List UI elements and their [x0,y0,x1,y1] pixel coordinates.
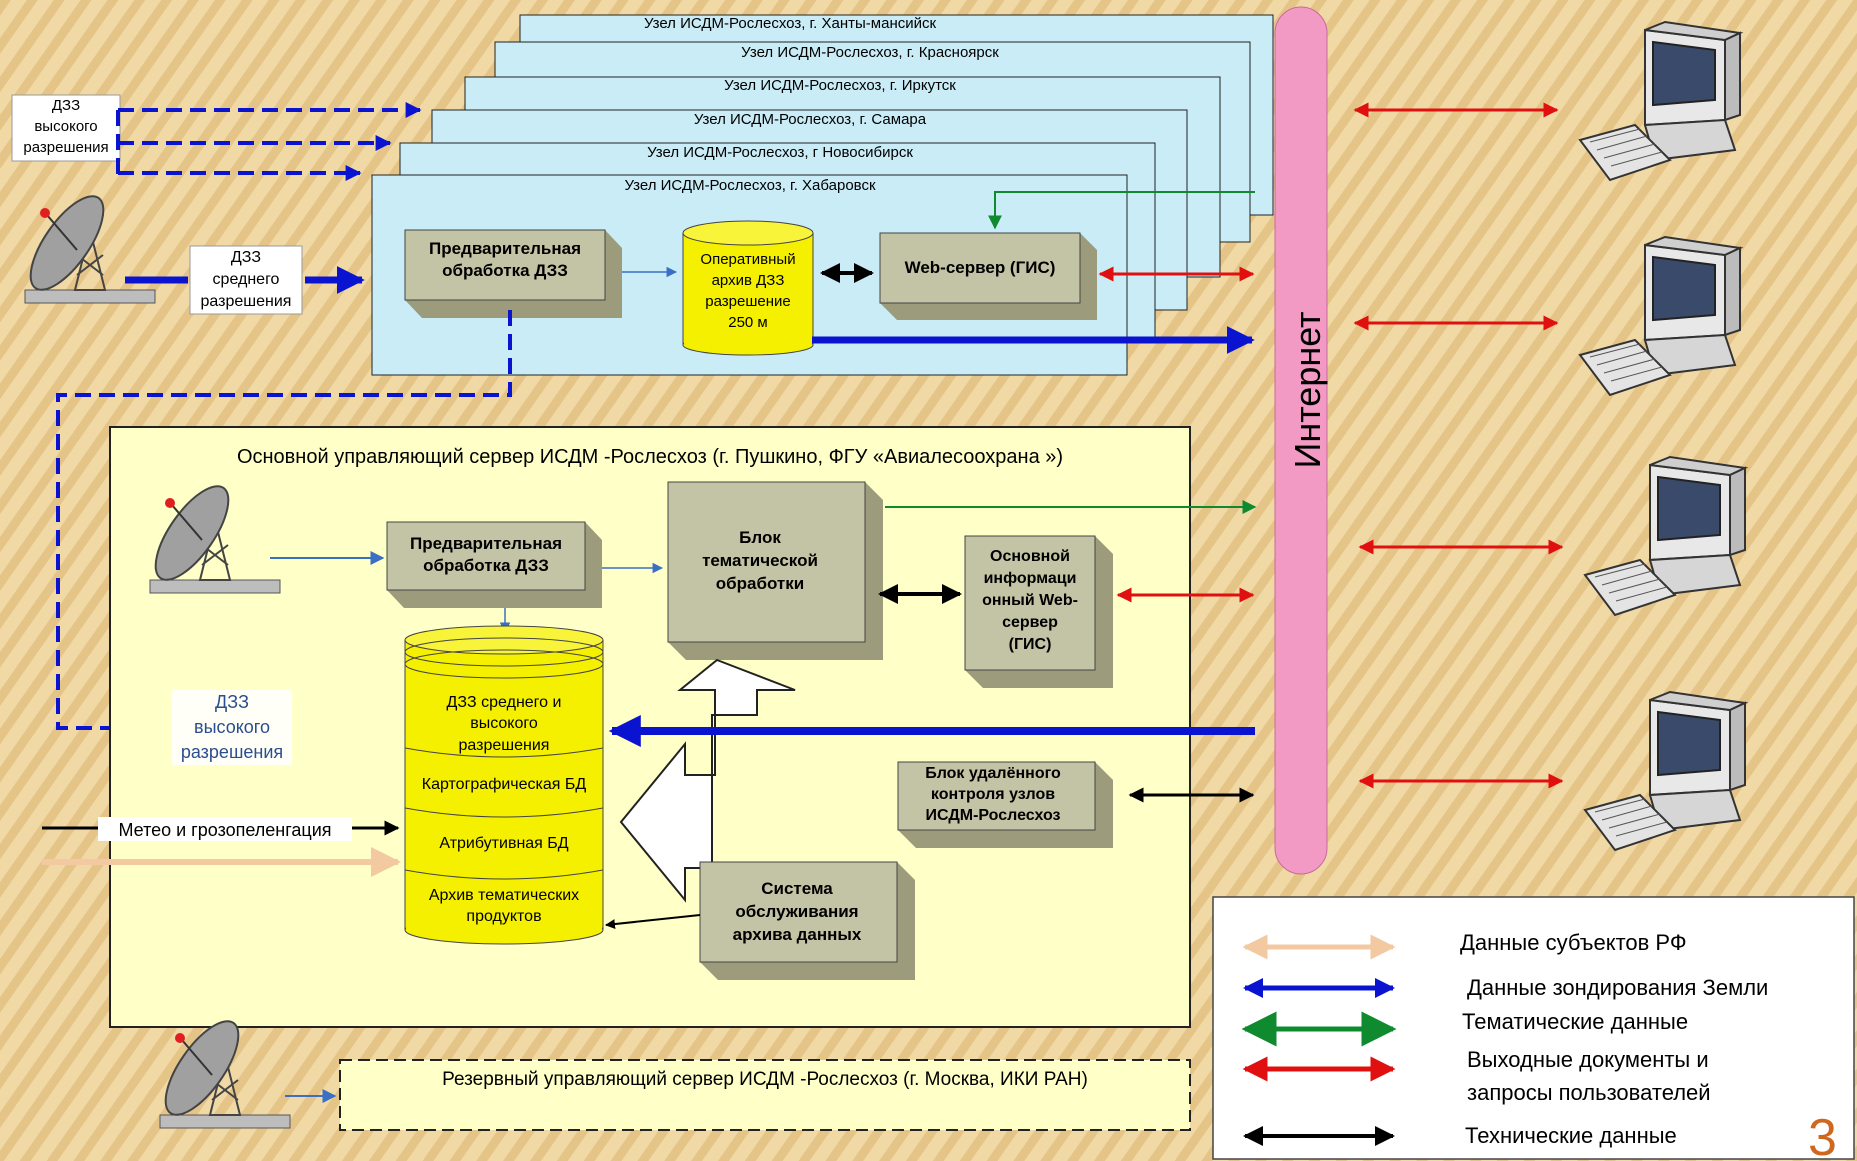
node-label: Узел ИСДМ-Рослесхоз, г. Иркутск [724,77,956,94]
label: тематической [702,551,818,570]
label: Оперативный [700,251,795,268]
internet-bus: Интернет [1274,6,1328,875]
label: Картографическая БД [422,776,587,793]
high-res-input-label: ДЗЗ высокого разрешения [11,94,121,162]
thematic-processing-box: Блок тематической обработки [667,481,883,660]
label: Предварительная [410,534,562,553]
legend: Данные субъектов РФ Данные зондирования … [1212,896,1855,1160]
label: контроля узлов [931,786,1055,803]
high-res-dashed-path [56,310,512,736]
thematic-exchange-arrow [619,658,796,903]
label: сервер [1002,614,1058,631]
label: информаци [984,570,1077,587]
main-server-panel: Основной управляющий сервер ИСДМ -Рослес… [42,426,1257,1028]
mid-res-input-label: ДЗЗ среднего разрешения [189,245,303,315]
main-web-server-box: Основной информаци онный Web- сервер (ГИ… [964,535,1113,688]
regional-preprocessing-box: Предварительная обработка ДЗЗ [404,229,622,318]
legend-label: Данные субъектов РФ [1460,930,1687,955]
label: Блок [739,528,781,547]
main-preprocessing-box: Предварительная обработка ДЗЗ [386,521,602,608]
remote-control-box: Блок удалённого контроля узлов ИСДМ-Росл… [897,761,1113,848]
label: (ГИС) [1009,636,1052,653]
legend-label: Тематические данные [1462,1009,1688,1034]
label: ДЗЗ [231,249,261,266]
label: архив ДЗЗ [712,272,785,289]
label: ДЗЗ среднего и [447,694,562,711]
label: ДЗЗ [215,692,249,712]
internet-label: Интернет [1287,311,1328,468]
page-number: 3 [1808,1109,1837,1161]
high-res-dashed-arrows [116,102,422,181]
label: онный Web- [982,592,1078,609]
label: разрешения [201,293,292,310]
label: обработка ДЗЗ [442,261,568,280]
meteo-label-bg [98,817,352,841]
label: 250 м [728,314,768,331]
operational-archive-db: Оперативный архив ДЗЗ разрешение 250 м [682,220,814,356]
label: ДЗЗ [52,97,80,114]
label: Web-сервер (ГИС) [905,258,1056,277]
tech-data-arrow [605,914,701,930]
label: высокого [194,717,270,737]
label: разрешения [23,139,108,156]
label: Система [761,879,833,898]
meteo-label: Метео и грозопеленгация [118,820,331,840]
regional-web-server-box: Web-сервер (ГИС) [879,232,1097,320]
main-database-stack: ДЗЗ среднего и высокого разрешения Карто… [404,625,604,945]
reserve-server-title: Резервный управляющий сервер ИСДМ -Росле… [442,1069,1088,1090]
label: Архив тематических [429,887,579,904]
legend-label: Данные зондирования Земли [1467,975,1768,1000]
label: обработки [716,574,804,593]
node-label: Узел ИСДМ-Рослесхоз, г. Хабаровск [624,177,875,194]
label: высокого [470,715,538,732]
label: разрешение [705,293,790,310]
legend-label: запросы пользователей [1467,1080,1711,1105]
label: Предварительная [429,239,581,258]
reserve-server-panel: Резервный управляющий сервер ИСДМ -Росле… [339,1059,1191,1131]
legend-label: Технические данные [1465,1123,1677,1148]
label: разрешения [181,742,283,762]
label: высокого [34,118,97,135]
label: разрешения [459,737,550,754]
label: обработка ДЗЗ [423,556,549,575]
high-res-main-label: ДЗЗ высокого разрешения [172,690,292,765]
label: продуктов [466,908,541,925]
legend-label: Выходные документы и [1467,1047,1709,1072]
label: Блок удалённого [925,765,1061,782]
label: архива данных [733,925,862,944]
label: Основной [990,548,1070,565]
node-label: Узел ИСДМ-Рослесхоз, г. Ханты-мансийск [644,15,937,32]
regional-nodes: Узел ИСДМ-Рослесхоз, г. Ханты-мансийск У… [371,14,1274,376]
node-label: Узел ИСДМ-Рослесхоз, г Новосибирск [647,144,913,161]
label: обслуживания [735,902,858,921]
node-label: Узел ИСДМ-Рослесхоз, г. Самара [694,111,927,128]
archive-service-box: Система обслуживания архива данных [699,861,915,980]
label: Атрибутивная БД [439,835,568,852]
label: среднего [213,271,280,288]
thematic-data-arrow [988,191,1255,230]
label: ИСДМ-Рослесхоз [926,807,1061,824]
main-server-title: Основной управляющий сервер ИСДМ -Рослес… [237,446,1063,468]
node-label: Узел ИСДМ-Рослесхоз, г. Красноярск [741,44,999,61]
